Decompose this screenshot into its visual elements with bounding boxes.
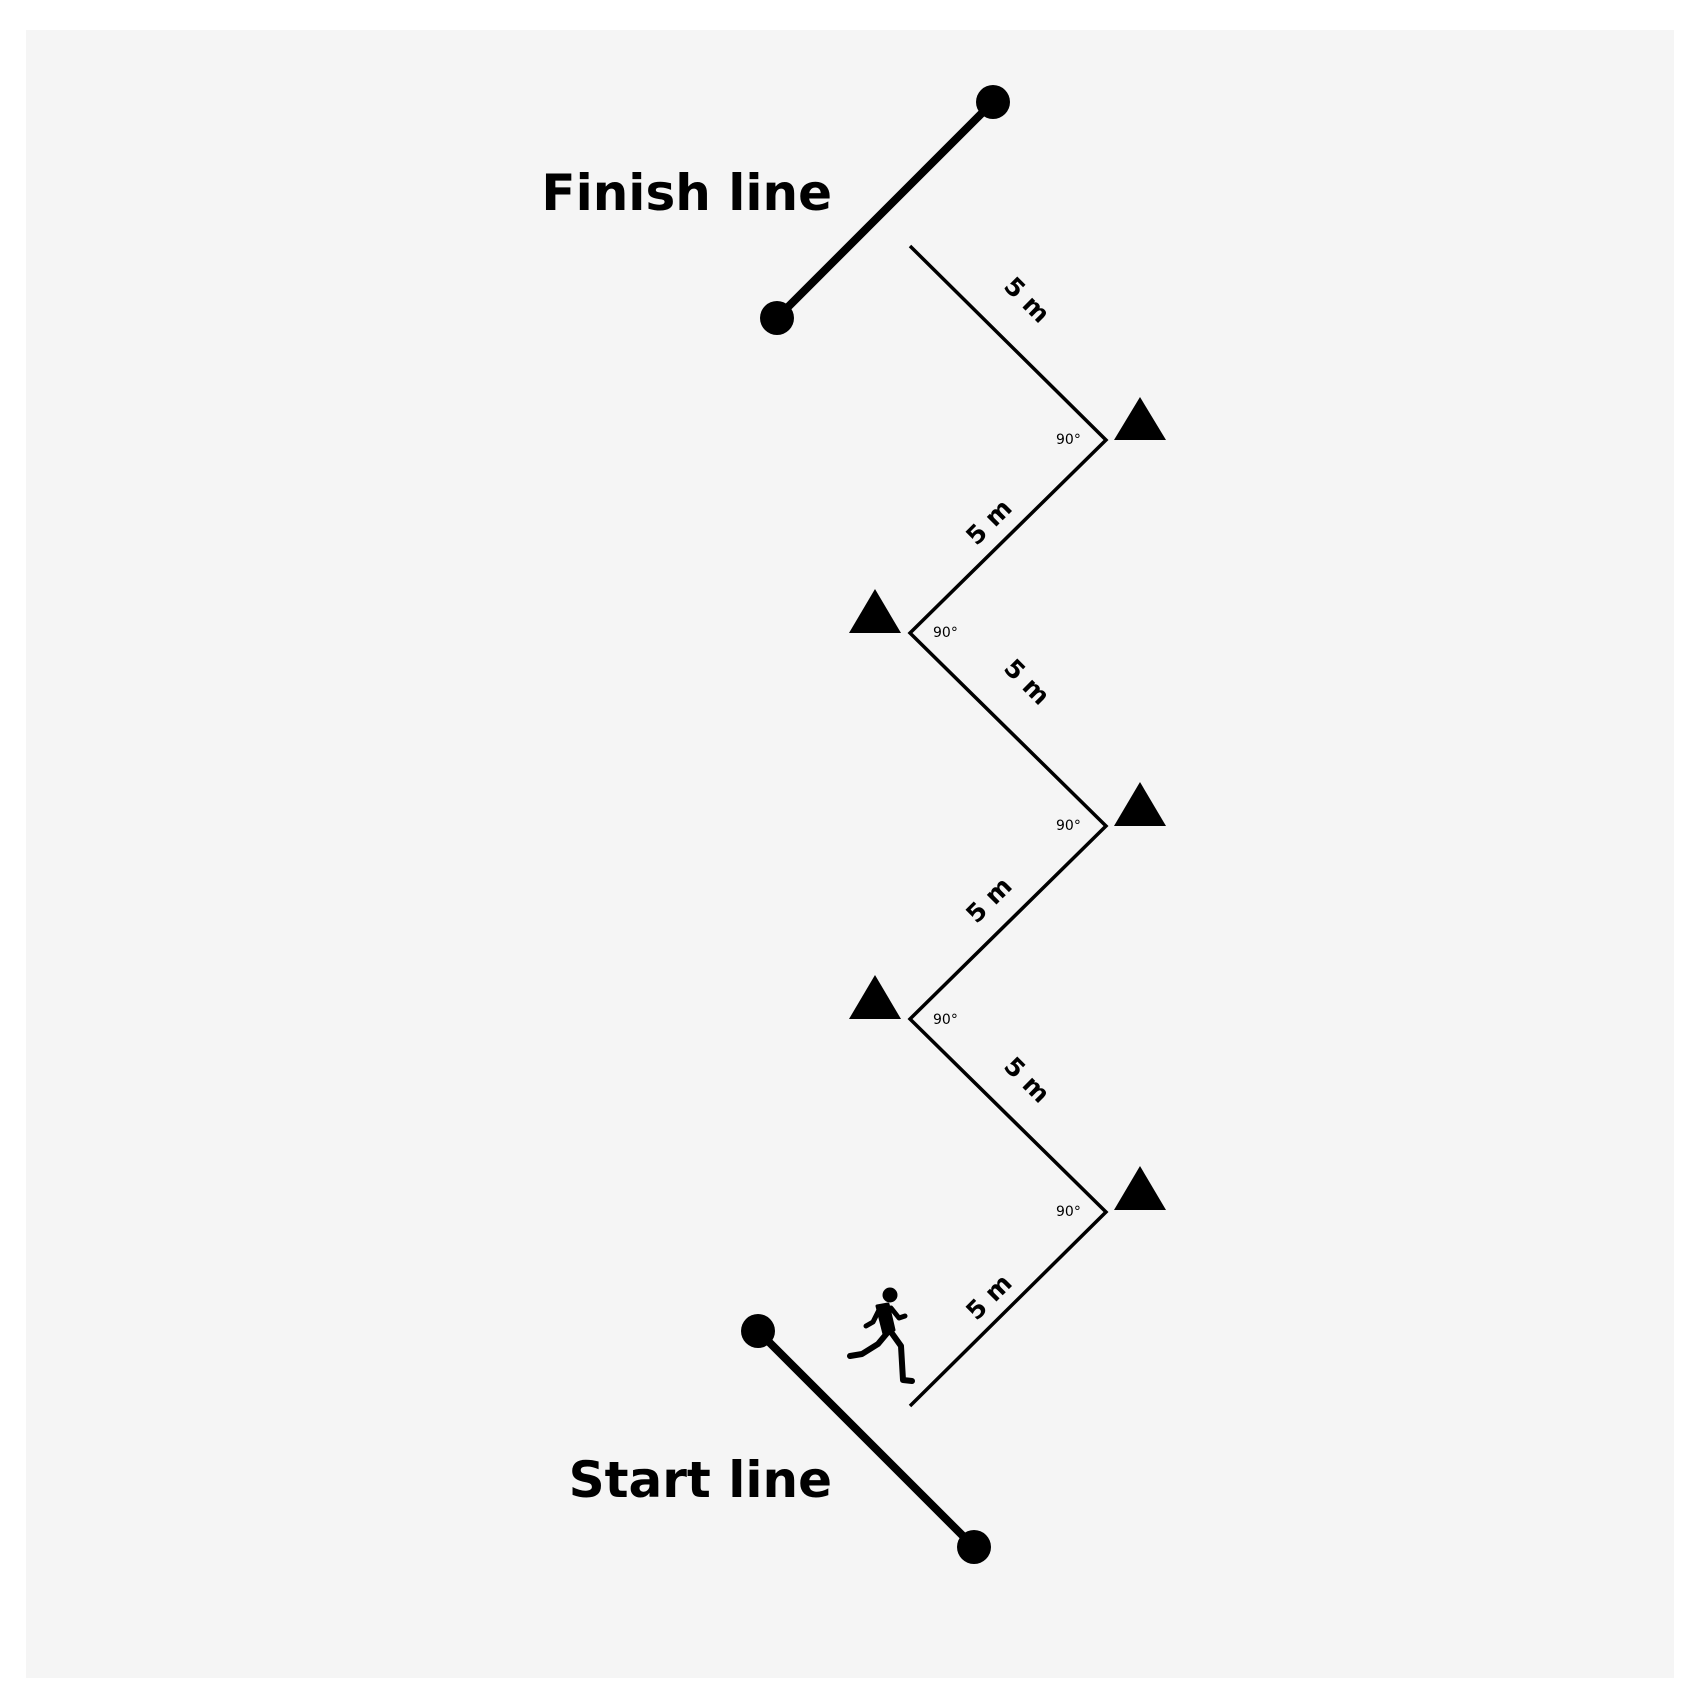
zigzag-path — [907, 244, 1109, 1408]
angle-label: 90° — [933, 625, 958, 641]
start-line-label: Start line — [569, 1451, 832, 1509]
runner-icon — [847, 1287, 915, 1384]
start-post-bottom-icon — [957, 1530, 991, 1564]
finish-post-top-icon — [976, 85, 1010, 119]
cone-marker-icon — [1114, 1166, 1166, 1210]
cone-marker-icon — [1114, 782, 1166, 826]
diagram-background — [26, 30, 1674, 1678]
start-post-top-icon — [741, 1314, 775, 1348]
angle-label: 90° — [1056, 1204, 1081, 1220]
cone-marker-icon — [849, 975, 901, 1019]
cone-marker-icon — [1114, 397, 1166, 440]
angle-label: 90° — [1056, 818, 1081, 834]
finish-line-label: Finish line — [541, 164, 832, 222]
finish-post-bottom-icon — [760, 301, 794, 335]
angle-label: 90° — [1056, 432, 1081, 448]
cone-marker-icon — [849, 589, 901, 633]
angle-label: 90° — [933, 1012, 958, 1028]
start-line — [741, 1314, 991, 1564]
finish-line — [760, 85, 1010, 335]
